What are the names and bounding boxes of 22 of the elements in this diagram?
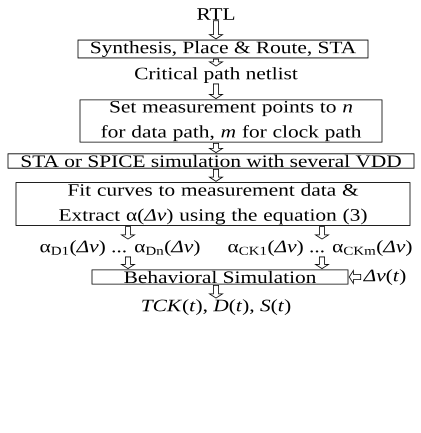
block-arrow — [120, 256, 136, 270]
block-arrow — [120, 226, 136, 240]
block-arrow — [208, 84, 224, 100]
block-arrow — [314, 256, 330, 270]
block-arrow — [348, 269, 362, 285]
process-box: Set measurement points to n for data path, m for clock path — [80, 99, 382, 143]
block-arrow — [314, 226, 330, 240]
process-box: Synthesis, Place & Route, STA — [78, 40, 368, 58]
block-arrow — [208, 284, 224, 299]
flow-text: Critical path netlist — [135, 67, 298, 83]
flow-text: TCK(t), D(t), S(t) — [142, 299, 290, 315]
block-arrow — [208, 20, 224, 40]
block-arrow — [208, 169, 224, 182]
flow-text: α$_{CK1}$(Δv) ... α$_{CKm}$(Δv) — [228, 240, 412, 256]
process-box: Behavioral Simulation — [92, 269, 348, 285]
block-arrow — [208, 58, 224, 67]
block-arrow — [208, 142, 224, 154]
process-box: STA or SPICE simulation with several VDD — [8, 153, 414, 169]
flow-text: α$_{D1}$(Δv) ... α$_{Dn}$(Δv) — [40, 240, 200, 256]
flow-text: Δv(t) — [363, 269, 406, 285]
process-box: Fit curves to measurement data & Extract α(Δv) using the equation (3) — [16, 182, 410, 226]
flow-text: RTL — [197, 8, 234, 20]
